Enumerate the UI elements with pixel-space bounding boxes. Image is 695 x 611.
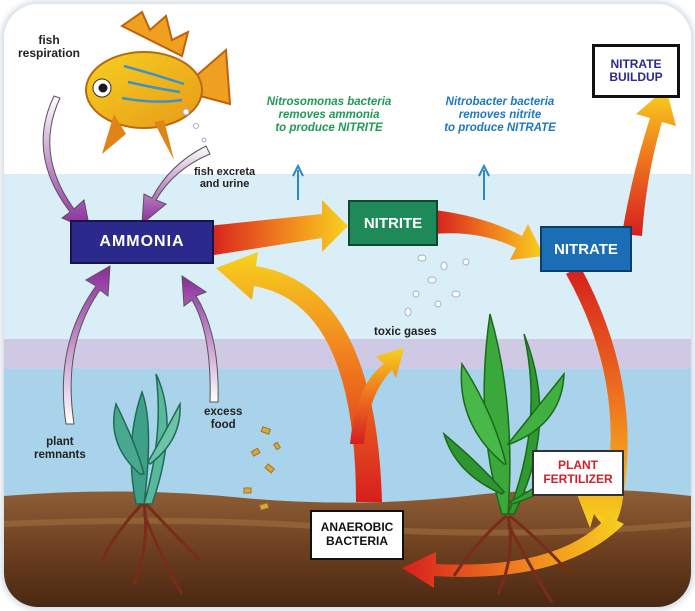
nitrate-box: NITRATE <box>540 226 632 272</box>
fish-respiration-label: fish respiration <box>18 34 80 61</box>
nitrosomonas-label: Nitrosomonas bacteria removes ammonia to… <box>254 96 404 135</box>
toxic-gases-label: toxic gases <box>374 326 437 339</box>
nitrosomonas-line-1: Nitrosomonas bacteria <box>254 96 404 109</box>
plant-remnants-line-1: plant <box>34 436 86 449</box>
diagram-frame: AMMONIA NITRITE NITRATE NITRATE BUILDUP … <box>4 4 691 607</box>
nitrate-buildup-line-2: BUILDUP <box>609 71 662 84</box>
fish-excreta-line-1: fish excreta <box>194 166 255 178</box>
nitrate-label: NITRATE <box>554 241 618 258</box>
excess-food-label: excess food <box>204 406 242 432</box>
fish-respiration-line-1: fish <box>18 34 80 47</box>
nitrobacter-line-2: removes nitrite <box>430 109 570 122</box>
excess-food-line-1: excess <box>204 406 242 419</box>
nitrosomonas-line-3: to produce NITRITE <box>254 122 404 135</box>
anaerobic-line-2: BACTERIA <box>326 535 388 549</box>
anaerobic-bacteria-box: ANAEROBIC BACTERIA <box>310 510 404 560</box>
ammonia-box: AMMONIA <box>70 220 214 264</box>
fish-respiration-line-2: respiration <box>18 47 80 60</box>
nitrite-label: NITRITE <box>364 215 422 232</box>
plant-remnants-line-2: remnants <box>34 449 86 462</box>
excess-food-line-2: food <box>204 419 242 432</box>
plant-fertilizer-box: PLANT FERTILIZER <box>532 450 624 496</box>
plant-fertilizer-line-2: FERTILIZER <box>543 473 612 487</box>
nitrosomonas-line-2: removes ammonia <box>254 109 404 122</box>
nitrobacter-line-3: to produce NITRATE <box>430 122 570 135</box>
nitrite-box: NITRITE <box>348 200 438 246</box>
nitrobacter-line-1: Nitrobacter bacteria <box>430 96 570 109</box>
nitrate-buildup-box: NITRATE BUILDUP <box>592 44 680 98</box>
fish-excreta-label: fish excreta and urine <box>194 166 255 191</box>
plant-remnants-label: plant remnants <box>34 436 86 462</box>
ammonia-label: AMMONIA <box>99 233 184 251</box>
toxic-gases-text: toxic gases <box>374 326 437 338</box>
fish-excreta-line-2: and urine <box>194 178 255 190</box>
anaerobic-line-1: ANAEROBIC <box>321 521 394 535</box>
plant-fertilizer-line-1: PLANT <box>558 459 598 473</box>
nitrobacter-label: Nitrobacter bacteria removes nitrite to … <box>430 96 570 135</box>
